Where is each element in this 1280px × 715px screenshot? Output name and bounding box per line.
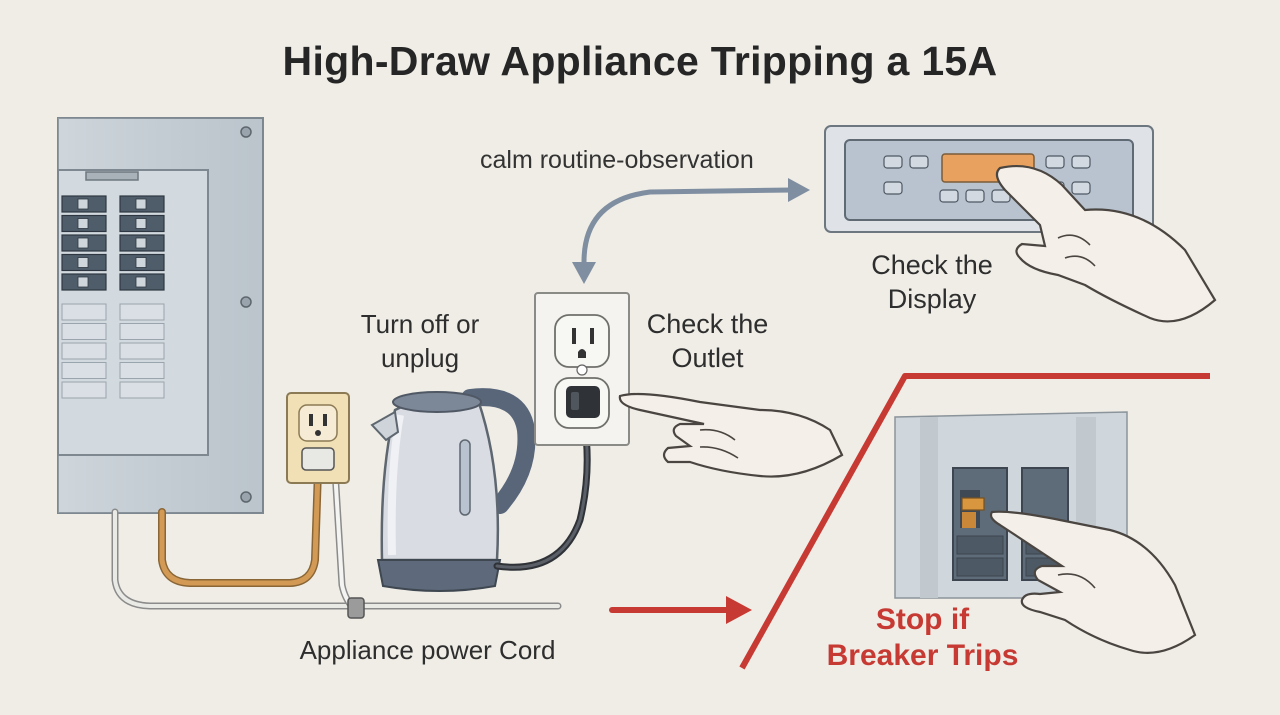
observation-arrow: [572, 178, 810, 284]
check-outlet-line-2: Outlet: [671, 343, 744, 373]
check-outlet-label: Check the Outlet: [630, 307, 785, 375]
check-outlet-line-1: Check the: [646, 309, 769, 339]
breaker-blank-slot: [61, 381, 107, 399]
breaker-blank-slot: [119, 362, 165, 379]
power-cord-label: Appliance power Cord: [299, 635, 556, 665]
breaker-toggle: [135, 218, 147, 229]
display-button: [1071, 155, 1091, 169]
turn-off-line-1: Turn off or: [360, 309, 480, 339]
check-display-label: Check the Display: [852, 248, 1012, 316]
breaker-blank-slot: [61, 362, 107, 379]
display-button: [965, 189, 985, 203]
breaker-blank-slot: [61, 323, 107, 340]
breaker-panel: [57, 117, 264, 514]
breaker-blank-slot: [119, 323, 165, 340]
check-display-line-1: Check the: [871, 250, 993, 280]
red-arrow: [609, 596, 752, 624]
breaker-toggle: [135, 276, 147, 288]
hand-outlet: [618, 392, 844, 478]
kettle: [370, 388, 536, 592]
breaker-toggle: [77, 198, 89, 210]
check-display-line-2: Display: [887, 284, 977, 314]
breaker-toggle: [77, 276, 89, 288]
page-title: High-Draw Appliance Tripping a 15A: [282, 38, 998, 84]
stop-breaker-line-2: Breaker Trips: [826, 639, 1019, 672]
display-button: [1071, 181, 1091, 195]
breaker-blank-slot: [61, 303, 107, 321]
display-button: [883, 155, 903, 169]
breaker-toggle: [77, 237, 89, 249]
hand-display: [995, 164, 1217, 323]
breaker-blank-slot: [119, 303, 165, 321]
display-button: [1045, 155, 1065, 169]
breaker-blank-slot: [119, 381, 165, 399]
breaker-toggle: [135, 237, 147, 249]
breaker-switches: [61, 195, 165, 399]
wall-outlet-large: [534, 292, 630, 446]
breaker-blank-slot: [61, 342, 107, 360]
observation-label: calm routine-observation: [480, 146, 754, 174]
hand-breaker: [989, 510, 1197, 654]
display-button: [909, 155, 929, 169]
stop-breaker-line-1: Stop if: [875, 603, 970, 636]
breaker-toggle: [77, 218, 89, 229]
display-button: [883, 181, 903, 195]
breaker-toggle: [77, 257, 89, 268]
breaker-toggle: [135, 257, 147, 268]
breaker-blank-slot: [119, 342, 165, 360]
stop-breaker-label: Stop if Breaker Trips: [815, 602, 1030, 674]
turn-off-label: Turn off or unplug: [345, 307, 495, 375]
wall-outlet-small: [286, 392, 350, 484]
warning-frame-line: [739, 373, 1210, 670]
turn-off-line-2: unplug: [380, 343, 460, 373]
breaker-toggle: [135, 198, 147, 210]
display-button: [939, 189, 959, 203]
